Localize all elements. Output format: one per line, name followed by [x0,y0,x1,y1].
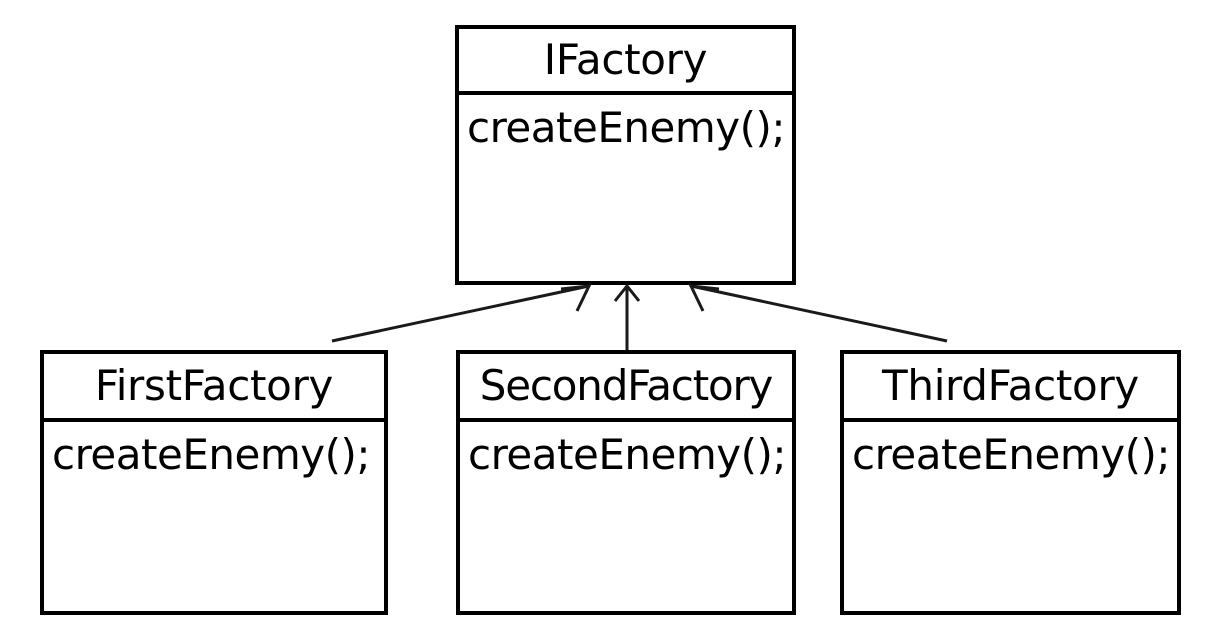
class-box-thirdfactory[interactable]: ThirdFactory createEnemy(); [840,350,1181,615]
class-members-ifactory: createEnemy(); [459,95,792,281]
class-name-firstfactory: FirstFactory [94,361,334,410]
class-name-thirdfactory: ThirdFactory [882,361,1139,410]
class-header-ifactory: IFactory [459,29,792,95]
class-header-secondfactory: SecondFactory [460,354,792,422]
generalization-arrow-firstfactory [331,284,592,343]
generalization-arrow-thirdfactory [688,284,948,343]
class-member-createenemy: createEnemy(); [467,103,786,152]
class-member-createenemy: createEnemy(); [852,430,1171,479]
class-members-firstfactory: createEnemy(); [44,422,384,611]
class-name-ifactory: IFactory [543,35,708,84]
class-header-firstfactory: FirstFactory [44,354,384,422]
class-members-thirdfactory: createEnemy(); [844,422,1177,611]
class-member-createenemy: createEnemy(); [52,430,371,479]
class-header-thirdfactory: ThirdFactory [844,354,1177,422]
class-box-secondfactory[interactable]: SecondFactory createEnemy(); [456,350,796,615]
generalization-arrow-secondfactory [613,283,641,350]
class-box-ifactory[interactable]: IFactory createEnemy(); [455,25,796,285]
class-member-createenemy: createEnemy(); [468,430,787,479]
class-members-secondfactory: createEnemy(); [460,422,792,611]
class-box-firstfactory[interactable]: FirstFactory createEnemy(); [40,350,388,615]
class-name-secondfactory: SecondFactory [479,361,774,410]
